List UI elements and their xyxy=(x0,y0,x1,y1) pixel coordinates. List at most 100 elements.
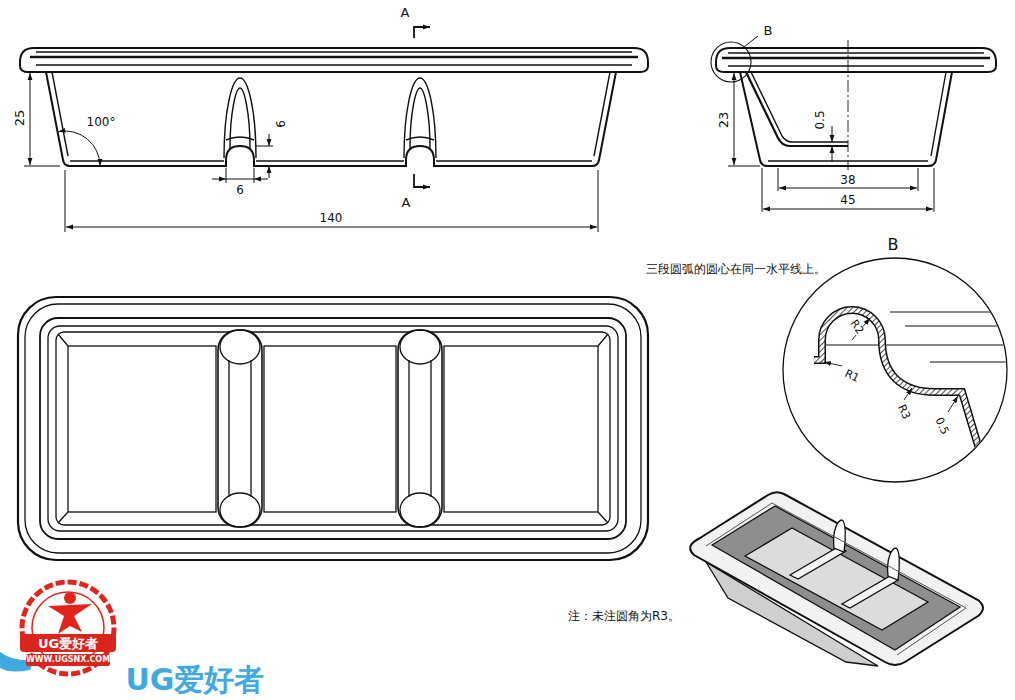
detail-view-part xyxy=(930,362,1010,363)
front-view-part xyxy=(30,56,638,58)
detail-title: B xyxy=(888,237,899,253)
detail-view-part xyxy=(822,345,1010,346)
dimension-value: 38 xyxy=(839,174,856,186)
top-view-part xyxy=(408,360,409,497)
front-view-part xyxy=(410,88,430,148)
side-view-part xyxy=(722,57,990,59)
front-view-part xyxy=(226,137,254,140)
front-view-part xyxy=(594,72,610,156)
radius-dimension: R1 xyxy=(842,367,862,384)
dimension-lines-part xyxy=(763,209,933,210)
dimension-value: 6 xyxy=(235,184,245,196)
top-view-part xyxy=(40,318,626,539)
dimension-lines-part xyxy=(254,179,268,180)
note-text: 三段圆弧的圆心在同一水平线上。 xyxy=(646,263,826,275)
front-view-part xyxy=(52,72,68,156)
dimension-lines-part xyxy=(254,168,255,183)
side-view-part xyxy=(728,52,984,53)
top-view xyxy=(18,297,648,560)
top-view-part xyxy=(56,332,610,525)
top-view-part xyxy=(264,346,396,512)
watermark-logo-part xyxy=(20,634,116,652)
section-marker-part xyxy=(414,174,430,187)
dimension-lines-part xyxy=(212,179,226,180)
dimension-lines-part xyxy=(779,188,917,189)
dimension-value: 45 xyxy=(839,194,856,206)
top-view-part xyxy=(598,334,608,346)
side-view xyxy=(711,36,996,170)
dimension-lines-part xyxy=(226,168,227,183)
isometric-view-part xyxy=(842,576,898,608)
dimension-lines-part xyxy=(59,131,101,166)
top-view-part xyxy=(228,360,229,497)
dimension-lines xyxy=(24,72,598,232)
isometric-view-part xyxy=(690,492,983,665)
front-view-part xyxy=(436,160,592,161)
dimension-lines-part xyxy=(30,73,31,165)
dimension-value: 140 xyxy=(319,212,344,224)
top-view-part xyxy=(430,360,431,497)
side-view-part xyxy=(746,72,848,146)
top-view-part xyxy=(400,330,440,364)
isometric-view-part xyxy=(834,520,846,552)
section-marker xyxy=(414,27,430,187)
front-view-part xyxy=(36,51,632,52)
dimension-value: 0.5 xyxy=(933,415,951,437)
isometric-view-part xyxy=(712,506,960,650)
top-view-part xyxy=(58,334,68,346)
top-view-part xyxy=(18,297,648,560)
side-view-part xyxy=(744,36,758,47)
watermark-logo xyxy=(0,582,116,674)
top-view-part xyxy=(58,512,68,523)
front-view-part xyxy=(256,160,404,161)
dimension-value: 23 xyxy=(717,111,730,130)
side-view-part xyxy=(751,72,848,142)
front-view-part xyxy=(224,78,256,158)
detail-callout: B xyxy=(764,24,773,37)
dimension-lines-part xyxy=(256,146,273,147)
isometric-view-part xyxy=(790,547,846,579)
top-view-part xyxy=(68,346,216,512)
detail-view-part xyxy=(905,326,1010,327)
front-view-part xyxy=(36,64,632,65)
dimension-lines-part xyxy=(256,166,273,167)
dimension-lines-part xyxy=(66,227,597,228)
dimension-lines-part xyxy=(269,134,270,146)
top-view-part xyxy=(444,346,598,512)
dimension-lines-part xyxy=(762,168,763,212)
dimension-lines-part xyxy=(728,72,742,73)
detail-view-part xyxy=(814,310,986,480)
watermark-text: UG爱好者 xyxy=(38,637,98,650)
side-view-part xyxy=(728,65,984,66)
front-view-part xyxy=(46,72,616,166)
dimension-lines-part xyxy=(65,170,66,232)
detail-view xyxy=(783,258,1010,482)
dimension-lines xyxy=(728,72,934,212)
detail-view-part xyxy=(824,362,842,366)
front-view-part xyxy=(406,137,434,140)
front-view-part xyxy=(70,160,224,161)
front-view-part xyxy=(230,88,250,148)
side-view-part xyxy=(931,72,946,156)
dimension-lines-part xyxy=(832,126,833,142)
watermark-logo-part xyxy=(48,604,92,634)
top-view-part xyxy=(250,360,251,497)
top-view-part xyxy=(48,326,618,531)
top-view-part xyxy=(220,493,260,527)
isometric-view xyxy=(690,492,983,666)
detail-view-part xyxy=(904,388,912,400)
dimension-value: 6 xyxy=(275,119,287,129)
dimension-lines-part xyxy=(728,166,760,167)
watermark-logo-part xyxy=(32,592,104,664)
isometric-view-part xyxy=(888,548,900,580)
dimension-lines-part xyxy=(24,72,44,73)
front-view xyxy=(20,48,648,166)
dimension-lines-part xyxy=(934,168,935,212)
section-label: A xyxy=(402,196,411,209)
top-view-part xyxy=(598,512,608,523)
dimension-value: 0.5 xyxy=(814,109,826,130)
dimension-lines-part xyxy=(226,179,254,180)
watermark-url: WWW.UGSNX.COM xyxy=(26,656,110,664)
angle-dimension: 100° xyxy=(86,116,117,128)
section-label: A xyxy=(401,6,410,19)
